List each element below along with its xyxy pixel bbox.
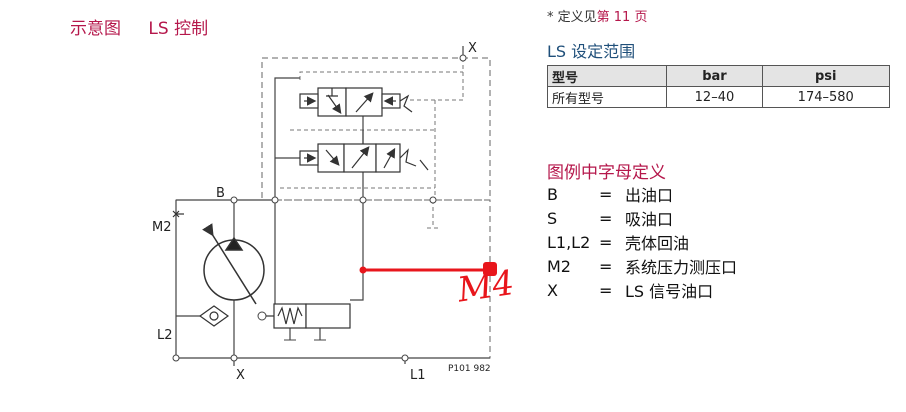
diagram-title-label: 示意图: [70, 19, 121, 39]
legend-key: X: [547, 280, 558, 300]
legend-item: M2 = 系统压力测压口: [547, 254, 737, 278]
legend-value: 出油口: [625, 186, 674, 205]
label-x-top: X: [468, 41, 477, 56]
legend-equals: =: [599, 256, 613, 276]
footnote-page-link[interactable]: 第 11 页: [596, 10, 648, 25]
cell-bar: 12–40: [666, 86, 763, 108]
hydraulic-schematic: X B M2 L2 X L1 P101 982 M4: [152, 41, 517, 383]
lower-valve: [299, 143, 429, 173]
red-annotation-line: [359, 262, 497, 276]
legend-equals: =: [599, 232, 613, 252]
column-header-bar: bar: [666, 65, 763, 87]
legend-key: M2: [547, 256, 571, 276]
handwritten-m4-annotation: M4: [454, 263, 516, 311]
pilot-lines: [280, 58, 464, 229]
legend-list: B = 出油口 S = 吸油口 L1,L2 = 壳体回油 M2 = 系统压力测压…: [547, 182, 737, 302]
table-row: 所有型号 12–40 174–580: [546, 86, 890, 108]
legend-value: 系统压力测压口: [625, 258, 738, 277]
ls-range-title: LS 设定范围: [547, 42, 636, 61]
legend-item: B = 出油口: [547, 182, 737, 206]
column-header-model: 型号: [546, 65, 668, 87]
check-valve-symbol: [198, 305, 230, 327]
footnote: * 定义见第 11 页: [547, 6, 647, 25]
legend-key: B: [547, 184, 558, 204]
pump-symbol: [202, 223, 265, 305]
ls-control-label: LS 控制: [148, 19, 209, 39]
legend-item: X = LS 信号油口: [547, 278, 737, 302]
label-x-bottom: X: [236, 368, 245, 383]
legend-equals: =: [599, 280, 613, 300]
diagram-title: 示意图 LS 控制: [70, 14, 208, 39]
m2-port-mark: [172, 210, 184, 218]
table-header-row: 型号 bar psi: [546, 65, 890, 87]
legend-title: 图例中字母定义: [547, 163, 666, 183]
legend-item: S = 吸油口: [547, 206, 737, 230]
legend-key: L1,L2: [547, 232, 591, 252]
label-l1: L1: [410, 368, 426, 383]
upper-valve: [299, 87, 413, 117]
legend-value: 壳体回油: [625, 234, 690, 253]
column-header-psi: psi: [761, 65, 890, 87]
legend-equals: =: [599, 208, 613, 228]
control-cylinder: [266, 303, 351, 329]
cell-model: 所有型号: [546, 86, 668, 108]
legend-key: S: [547, 208, 558, 228]
diagram-code: P101 982: [448, 364, 491, 374]
legend-item: L1,L2 = 壳体回油: [547, 230, 737, 254]
legend-value: LS 信号油口: [625, 282, 714, 301]
footnote-prefix: * 定义见: [547, 10, 597, 25]
ls-range-table: 型号 bar psi 所有型号 12–40 174–580: [546, 65, 890, 108]
label-m2: M2: [152, 220, 172, 235]
label-b: B: [216, 186, 225, 201]
cell-psi: 174–580: [761, 86, 890, 108]
label-l2: L2: [157, 328, 173, 343]
legend-equals: =: [599, 184, 613, 204]
legend-value: 吸油口: [625, 210, 674, 229]
